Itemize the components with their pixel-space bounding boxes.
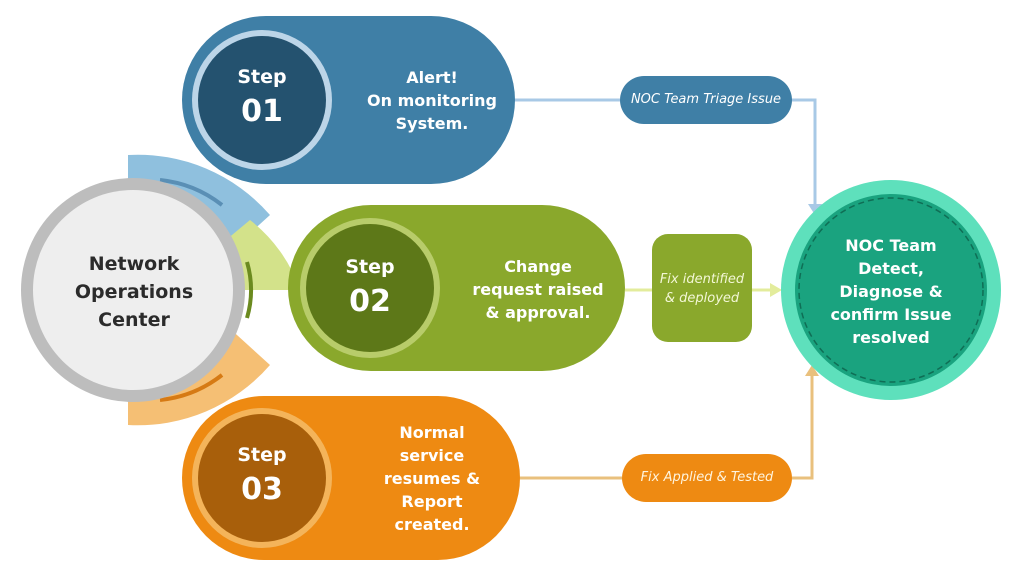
fix-applied-pill [622,454,792,502]
hub-label-line: Center [98,309,170,331]
hub-arc-accent-orange [159,373,224,402]
step1-label: Step [237,66,287,88]
outcome-line: confirm Issue [830,305,952,324]
step1-description: Alert! On monitoring System. [352,66,512,135]
hub-arc-accent-blue [159,178,224,207]
arrowhead-triage [808,204,822,215]
step3-desc-line: resumes & [383,469,481,488]
step2-desc-line: Change [504,257,572,276]
outcome-line: resolved [852,328,930,347]
step3-badge [198,414,326,542]
step2-desc-line: request raised [472,280,604,299]
hub-label-line: Operations [74,281,194,303]
fix-identified-label: Fix identified & deployed [652,270,752,308]
step1-desc-line: System. [395,114,469,133]
connector-lines [515,98,822,480]
step1-desc-line: Alert! [406,68,458,87]
outcome-line: Detect, [858,259,924,278]
step3-number: 03 [241,472,283,507]
triage-label: NOC Team Triage Issue [630,92,782,107]
step3-label: Step [237,444,287,466]
outcome-circle [795,194,987,386]
hub-label: Network Operations Center [52,250,216,334]
outcome-label: NOC Team Detect, Diagnose & confirm Issu… [821,234,961,349]
step3-desc-line: Normal [399,423,465,442]
step1-number: 01 [241,94,283,129]
outcome-line: NOC Team [845,236,937,255]
hub-circle [33,190,233,390]
step1-desc-line: On monitoring [367,91,497,110]
arrowhead-fix [770,283,782,297]
hub-label-line: Network [88,253,180,275]
step3-desc-line: service [399,446,465,465]
hub-arc-accent-green [245,261,253,319]
step3-desc-line: created. [394,515,470,534]
fix-identified-line: & deployed [664,291,740,306]
outcome-line: Diagnose & [839,282,943,301]
step1-badge [198,36,326,164]
outcome-dashed-ring [798,197,984,383]
fix-identified-box [652,234,752,342]
step2-label: Step [345,256,395,278]
step2-desc-line: & approval. [485,303,591,322]
arrowhead-tested [805,365,819,376]
step2-description: Change request raised & approval. [458,255,618,324]
step2-badge [306,224,434,352]
fix-applied-label: Fix Applied & Tested [640,470,774,485]
connector-line-tested [792,372,814,480]
step3-desc-line: Report [401,492,463,511]
triage-pill [620,76,792,124]
fix-identified-line: Fix identified [659,272,745,287]
step2-number: 02 [349,284,391,319]
connector-line-triage [790,98,817,208]
step3-description: Normal service resumes & Report created. [362,421,502,536]
